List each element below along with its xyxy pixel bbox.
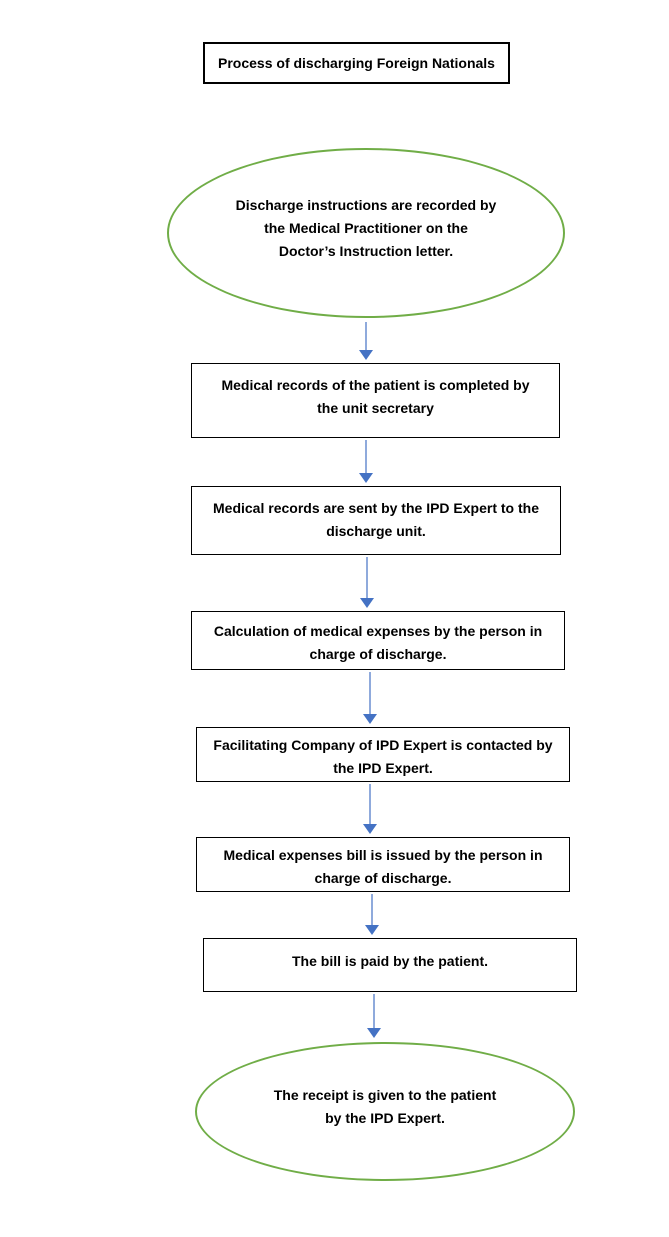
- process-box-5: Medical expenses bill is issued by the p…: [196, 837, 570, 892]
- arrow-head-icon: [363, 714, 377, 724]
- title-text: Process of discharging Foreign Nationals: [218, 54, 495, 71]
- process-box-text: Facilitating Company of IPD Expert is co…: [213, 737, 553, 776]
- arrow-head-icon: [359, 473, 373, 483]
- process-box-text: The bill is paid by the patient.: [291, 953, 489, 969]
- process-box-text: Medical expenses bill is issued by the p…: [223, 847, 543, 886]
- process-box-3: Calculation of medical expenses by the p…: [191, 611, 565, 670]
- arrow-shaft: [366, 557, 368, 598]
- down-arrow: [363, 672, 377, 724]
- arrow-head-icon: [360, 598, 374, 608]
- arrow-shaft: [365, 322, 367, 350]
- start-ellipse: Discharge instructions are recorded by t…: [167, 148, 565, 318]
- down-arrow: [367, 994, 381, 1038]
- down-arrow: [365, 894, 379, 935]
- arrow-head-icon: [367, 1028, 381, 1038]
- process-box-6: The bill is paid by the patient.: [203, 938, 577, 992]
- down-arrow: [363, 784, 377, 834]
- arrow-shaft: [369, 672, 371, 714]
- start-ellipse-text: Discharge instructions are recorded by t…: [235, 197, 497, 259]
- arrow-shaft: [365, 440, 367, 473]
- arrow-head-icon: [363, 824, 377, 834]
- arrow-shaft: [373, 994, 375, 1028]
- process-box-4: Facilitating Company of IPD Expert is co…: [196, 727, 570, 782]
- down-arrow: [359, 322, 373, 360]
- process-box-text: Calculation of medical expenses by the p…: [213, 623, 543, 662]
- arrow-shaft: [371, 894, 373, 925]
- down-arrow: [360, 557, 374, 608]
- arrow-shaft: [369, 784, 371, 824]
- process-box-2: Medical records are sent by the IPD Expe…: [191, 486, 561, 555]
- process-box-text: Medical records are sent by the IPD Expe…: [213, 500, 539, 539]
- arrow-head-icon: [365, 925, 379, 935]
- end-ellipse-text: The receipt is given to the patient by t…: [273, 1087, 497, 1126]
- arrow-head-icon: [359, 350, 373, 360]
- process-box-text: Medical records of the patient is comple…: [221, 377, 530, 416]
- process-box-1: Medical records of the patient is comple…: [191, 363, 560, 438]
- title-box: Process of discharging Foreign Nationals: [203, 42, 510, 84]
- end-ellipse: The receipt is given to the patient by t…: [195, 1042, 575, 1181]
- down-arrow: [359, 440, 373, 483]
